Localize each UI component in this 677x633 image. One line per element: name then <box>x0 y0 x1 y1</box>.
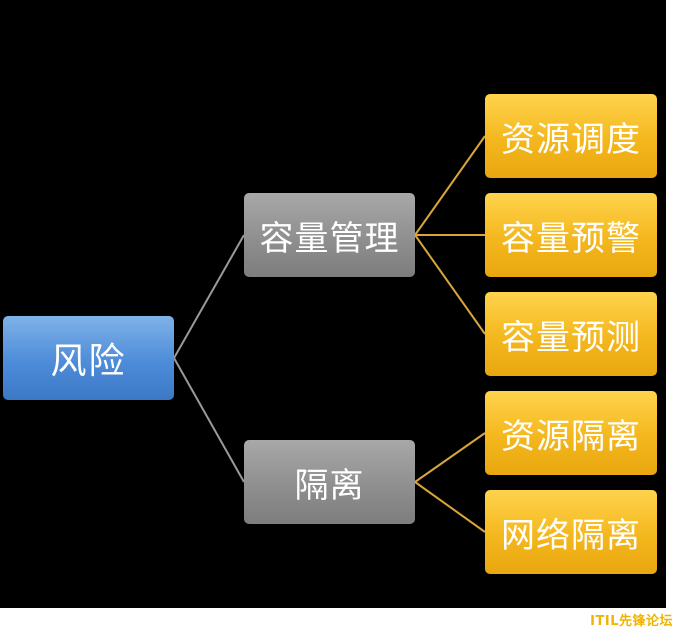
node-capacity-management: 容量管理 <box>244 193 415 277</box>
connector-capacity-to-forecast <box>414 234 486 335</box>
node-capacity-forecast-label: 容量预测 <box>501 317 641 358</box>
node-risk: 风险 <box>3 316 174 400</box>
connector-isolation-to-network <box>414 481 486 533</box>
connector-root-to-capacity <box>173 234 245 359</box>
connector-capacity-to-scheduling <box>414 135 486 236</box>
connector-isolation-to-resource <box>414 432 486 483</box>
node-risk-label: 风险 <box>50 341 127 382</box>
connector-lines <box>173 135 486 533</box>
node-resource-scheduling: 资源调度 <box>485 94 657 178</box>
connector-root-to-isolation <box>173 357 245 483</box>
node-network-isolation-label: 网络隔离 <box>501 515 641 556</box>
node-capacity-warning: 容量预警 <box>485 193 657 277</box>
diagram-canvas: 风险 容量管理 隔离 资源调度 容量预警 容量预测 资源隔离 网络隔离 <box>0 0 666 608</box>
node-isolation: 隔离 <box>244 440 415 524</box>
node-resource-isolation-label: 资源隔离 <box>501 416 641 457</box>
watermark-text: ITIL先锋论坛 <box>590 614 673 629</box>
node-resource-scheduling-label: 资源调度 <box>501 119 641 160</box>
node-network-isolation: 网络隔离 <box>485 490 657 574</box>
node-resource-isolation: 资源隔离 <box>485 391 657 475</box>
node-capacity-warning-label: 容量预警 <box>501 218 641 259</box>
node-isolation-label: 隔离 <box>294 465 365 506</box>
node-capacity-forecast: 容量预测 <box>485 292 657 376</box>
node-capacity-management-label: 容量管理 <box>259 218 400 259</box>
